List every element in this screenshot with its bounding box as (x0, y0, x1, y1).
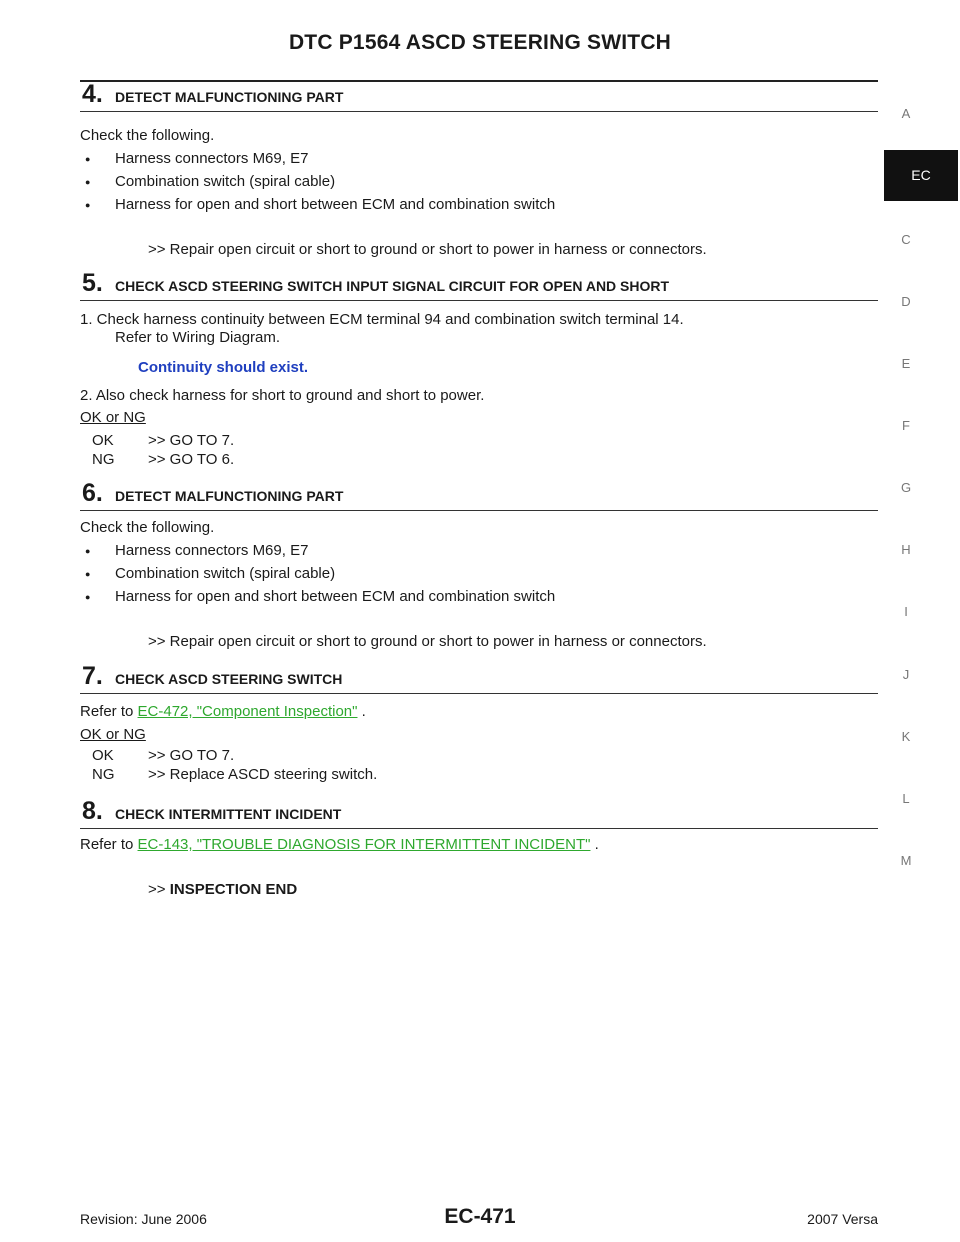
page-title: DTC P1564 ASCD STEERING SWITCH (288, 31, 672, 54)
intermittent-incident-link[interactable]: EC-143, "TROUBLE DIAGNOSIS FOR INTERMITT… (137, 836, 591, 853)
refer-suffix: . (361, 703, 366, 720)
step-divider (80, 111, 878, 112)
result-prefix: >> (148, 881, 166, 898)
bullet-icon: ● (85, 569, 91, 579)
section-index-j[interactable]: J (902, 667, 910, 682)
step-7-header: 7. CHECK ASCD STEERING SWITCH (80, 664, 878, 694)
bullet-icon: ● (85, 154, 91, 164)
decision-heading: OK or NG (80, 409, 146, 426)
list-item: Combination switch (spiral cable) (115, 173, 336, 190)
section-index-m[interactable]: M (900, 853, 912, 868)
list-item: Harness for open and short between ECM a… (115, 196, 556, 213)
component-inspection-link[interactable]: EC-472, "Component Inspection" (137, 703, 358, 720)
step-5-instruction-1: 1. Check harness continuity between ECM … (80, 311, 684, 328)
inspection-end: INSPECTION END (169, 881, 298, 898)
refer-prefix: Refer to (80, 703, 134, 720)
step-number: 5. (82, 269, 103, 297)
section-tab-label: EC (911, 167, 931, 183)
step-number: 8. (82, 797, 103, 825)
step-6-result: >> Repair open circuit or short to groun… (148, 633, 707, 650)
step-title: DETECT MALFUNCTIONING PART (115, 89, 344, 105)
step-5-header: 5. CHECK ASCD STEERING SWITCH INPUT SIGN… (80, 271, 878, 301)
title-divider (80, 80, 878, 82)
list-item: Harness for open and short between ECM a… (115, 588, 556, 605)
step-7-reference: Refer to EC-472, "Component Inspection" … (80, 703, 366, 721)
ok-result: >> GO TO 7. (148, 747, 235, 764)
section-tab-active[interactable]: EC (884, 150, 958, 201)
section-index-g[interactable]: G (900, 480, 912, 495)
refer-suffix: . (594, 836, 599, 853)
list-item: Harness connectors M69, E7 (115, 542, 309, 559)
footer-page-number: EC-471 (444, 1205, 516, 1228)
step-title: CHECK ASCD STEERING SWITCH (115, 671, 343, 687)
step-divider (80, 693, 878, 694)
ng-label: NG (92, 766, 115, 783)
step-8-header: 8. CHECK INTERMITTENT INCIDENT (80, 799, 878, 829)
step-number: 6. (82, 479, 103, 507)
ng-result: >> GO TO 6. (148, 451, 235, 468)
ok-label: OK (92, 432, 114, 449)
step-divider (80, 300, 878, 301)
step-divider (80, 828, 878, 829)
section-index-f[interactable]: F (902, 418, 910, 433)
step-4-result: >> Repair open circuit or short to groun… (148, 241, 707, 258)
bullet-icon: ● (85, 592, 91, 602)
step-4-header: 4. DETECT MALFUNCTIONING PART (80, 82, 878, 112)
footer-revision: Revision: June 2006 (80, 1211, 207, 1227)
specification-text: Continuity should exist. (138, 359, 309, 376)
ok-result: >> GO TO 7. (148, 432, 235, 449)
bullet-icon: ● (85, 200, 91, 210)
step-4-intro: Check the following. (80, 127, 215, 144)
decision-heading: OK or NG (80, 726, 146, 743)
bullet-icon: ● (85, 177, 91, 187)
step-6-intro: Check the following. (80, 519, 215, 536)
section-index-h[interactable]: H (901, 542, 911, 557)
ng-label: NG (92, 451, 115, 468)
ng-result: >> Replace ASCD steering switch. (148, 766, 378, 783)
refer-prefix: Refer to (80, 836, 134, 853)
step-title: CHECK INTERMITTENT INCIDENT (115, 806, 342, 822)
step-number: 7. (82, 662, 103, 690)
step-8-reference: Refer to EC-143, "TROUBLE DIAGNOSIS FOR … (80, 836, 599, 854)
step-title: DETECT MALFUNCTIONING PART (115, 488, 344, 504)
section-index-c[interactable]: C (901, 232, 911, 247)
list-item: Harness connectors M69, E7 (115, 150, 309, 167)
section-index-e[interactable]: E (901, 356, 911, 371)
footer-model: 2007 Versa (807, 1211, 878, 1227)
bullet-icon: ● (85, 546, 91, 556)
step-8-result: >> INSPECTION END (148, 881, 297, 899)
list-item: Combination switch (spiral cable) (115, 565, 336, 582)
step-number: 4. (82, 80, 103, 108)
section-index-l[interactable]: L (902, 791, 910, 806)
section-index-a[interactable]: A (901, 106, 911, 121)
step-divider (80, 510, 878, 511)
section-index-k[interactable]: K (901, 729, 911, 744)
section-index-i[interactable]: I (904, 604, 908, 619)
ok-label: OK (92, 747, 114, 764)
step-5-instruction-1-ref: Refer to Wiring Diagram. (115, 329, 281, 346)
step-5-instruction-2: 2. Also check harness for short to groun… (80, 387, 485, 404)
step-6-header: 6. DETECT MALFUNCTIONING PART (80, 481, 878, 511)
step-title: CHECK ASCD STEERING SWITCH INPUT SIGNAL … (115, 278, 670, 294)
section-index-d[interactable]: D (901, 294, 911, 309)
